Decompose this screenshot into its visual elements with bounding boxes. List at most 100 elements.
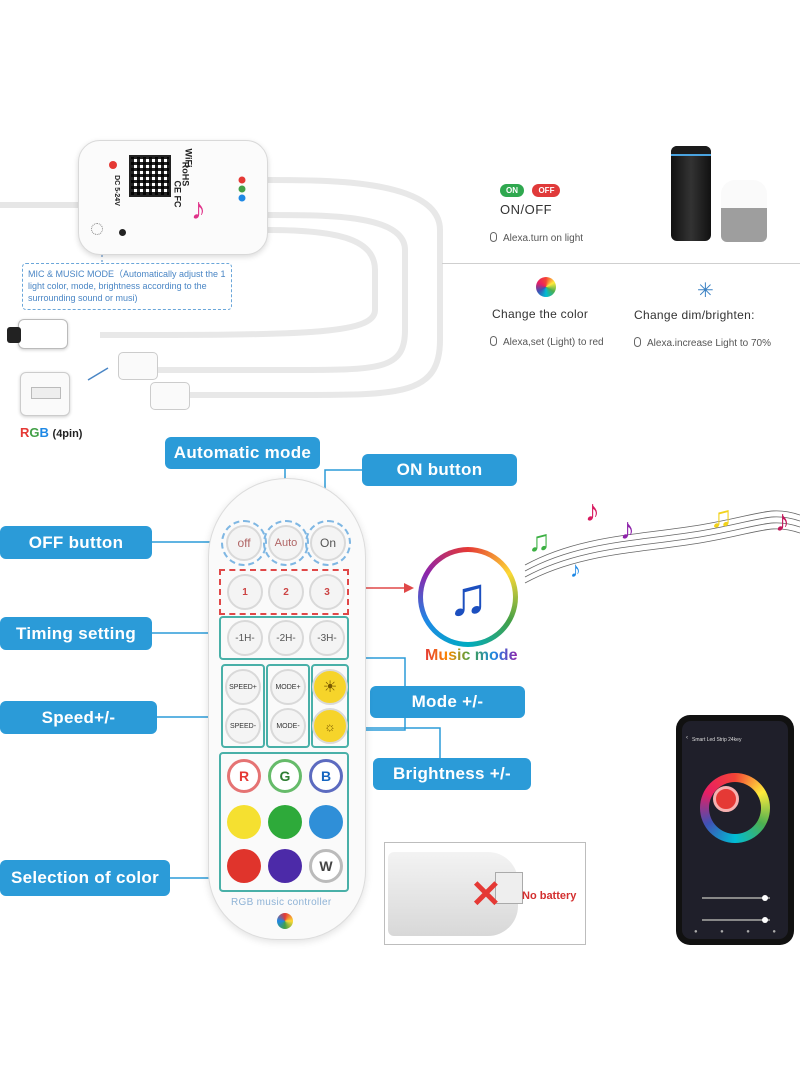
usb-plug-1 bbox=[118, 352, 158, 380]
on-button-label: ON button bbox=[362, 454, 517, 486]
mic-icon bbox=[490, 232, 497, 242]
timing-setting-label: Timing setting bbox=[0, 617, 152, 650]
phone-color-wheel[interactable] bbox=[700, 773, 770, 843]
music-mode-2-button[interactable]: 2 bbox=[268, 574, 304, 610]
auto-button[interactable]: Auto bbox=[263, 520, 309, 566]
music-mode-3-button[interactable]: 3 bbox=[309, 574, 345, 610]
floating-music-notes: ♫ ♪ ♪ ♪ ♫ ♪ bbox=[520, 495, 800, 605]
color-wheel-icon bbox=[536, 277, 556, 297]
slider-knob[interactable] bbox=[762, 895, 768, 901]
nav-icon[interactable]: ● bbox=[720, 929, 724, 935]
mode-group bbox=[266, 664, 310, 748]
music-1-label: 1 bbox=[242, 586, 248, 598]
speed-minus-button[interactable]: SPEED- bbox=[225, 708, 261, 744]
change-dim-hint: Alexa.increase Light to 70% bbox=[634, 337, 771, 349]
speed-plus-button[interactable]: SPEED+ bbox=[225, 669, 261, 705]
change-color-title: Change the color bbox=[492, 307, 589, 321]
toggle-group: ON OFF bbox=[500, 180, 564, 198]
color-red-button[interactable] bbox=[227, 849, 261, 883]
home-speaker bbox=[721, 180, 767, 242]
color-purple-button[interactable] bbox=[268, 849, 302, 883]
brightness-label: Brightness +/- bbox=[373, 758, 531, 790]
timer-group bbox=[219, 616, 349, 660]
smartphone: ‹ Smart Led Strip 24key ● ● ● ● bbox=[676, 715, 794, 945]
no-battery-label: No battery bbox=[522, 890, 577, 902]
music-note-icon: ♫ bbox=[423, 552, 513, 642]
change-color-hint-text: Alexa,set (Light) to red bbox=[503, 337, 604, 348]
music-note-icon: ♪ bbox=[191, 193, 206, 226]
timer-2h-button[interactable]: -2H- bbox=[268, 620, 304, 656]
remote-control: off Auto On 1 2 3 -1H- -2H- -3H- SPEED+ … bbox=[208, 478, 366, 940]
mic-music-mode-note: MIC & MUSIC MODE（Automatically adjust th… bbox=[22, 263, 232, 310]
sun-icon: ☀ bbox=[322, 679, 338, 696]
usb-plug-2 bbox=[150, 382, 190, 410]
green-note-icon: ♫ bbox=[528, 525, 551, 558]
dc-connector bbox=[7, 319, 68, 349]
rgb-dots bbox=[234, 176, 252, 204]
color-w-button[interactable]: W bbox=[309, 849, 343, 883]
brightness-sun-icon: ✳ bbox=[697, 280, 714, 302]
rgb-4pin-plug bbox=[20, 372, 70, 416]
mode-label: Mode +/- bbox=[370, 686, 525, 718]
brightness-minus-button[interactable]: ☼ bbox=[312, 708, 348, 744]
phone-nav-icons: ● ● ● ● bbox=[694, 929, 776, 935]
qr-code bbox=[129, 155, 171, 197]
battery-slot bbox=[495, 872, 523, 904]
mic-hole-icon bbox=[91, 223, 103, 235]
purple-note-icon: ♪ bbox=[620, 513, 635, 546]
red-note-icon: ♪ bbox=[585, 495, 600, 528]
brightness-group bbox=[311, 664, 349, 748]
brightness-slider[interactable] bbox=[702, 895, 770, 901]
sun-small-icon: ☼ bbox=[324, 718, 336, 734]
mic-icon bbox=[490, 336, 497, 346]
color-green-button[interactable] bbox=[268, 805, 302, 839]
mode-minus-button[interactable]: MODE- bbox=[270, 708, 306, 744]
color-g-button[interactable]: G bbox=[268, 759, 302, 793]
on-button[interactable]: On bbox=[305, 520, 351, 566]
mic-icon bbox=[634, 337, 641, 347]
onoff-hint-text: Alexa.turn on light bbox=[503, 233, 584, 244]
phone-screen: ‹ Smart Led Strip 24key ● ● ● ● bbox=[682, 721, 788, 939]
cable-lines bbox=[0, 0, 800, 440]
speed-slider[interactable] bbox=[702, 917, 770, 923]
onoff-hint: Alexa.turn on light bbox=[490, 232, 583, 244]
phone-app-title: Smart Led Strip 24key bbox=[692, 737, 742, 743]
rgb-pin-count: (4pin) bbox=[52, 428, 83, 440]
color-selection-group bbox=[219, 752, 349, 892]
back-icon: ‹ bbox=[686, 735, 688, 741]
speed-label: Speed+/- bbox=[0, 701, 157, 734]
nav-icon[interactable]: ● bbox=[694, 929, 698, 935]
color-blue-button[interactable] bbox=[309, 805, 343, 839]
nav-icon[interactable]: ● bbox=[772, 929, 776, 935]
timer-1h-button[interactable]: -1H- bbox=[227, 620, 263, 656]
nav-icon[interactable]: ● bbox=[746, 929, 750, 935]
rgb-r: R bbox=[20, 425, 30, 440]
slider-knob[interactable] bbox=[762, 917, 768, 923]
timer-3h-button[interactable]: -3H- bbox=[309, 620, 345, 656]
speed-group bbox=[221, 664, 265, 748]
change-color-hint: Alexa,set (Light) to red bbox=[490, 336, 604, 348]
change-dim-title: Change dim/brighten: bbox=[634, 308, 755, 322]
voltage-text: DC 5-24V bbox=[112, 175, 120, 206]
color-b-button[interactable]: B bbox=[309, 759, 343, 793]
music-mode-group bbox=[219, 569, 349, 615]
ce-fc-mark: CE FC bbox=[172, 180, 183, 208]
rgb-b: B bbox=[39, 425, 49, 440]
x-mark-icon: ✕ bbox=[470, 874, 502, 916]
off-button[interactable]: off bbox=[221, 520, 267, 566]
automatic-mode-label: Automatic mode bbox=[165, 437, 320, 469]
power-led-icon bbox=[109, 161, 117, 169]
toggle-off-badge: OFF bbox=[532, 184, 561, 197]
color-r-button[interactable]: R bbox=[227, 759, 261, 793]
selection-of-color-label: Selection of color bbox=[0, 860, 170, 896]
remote-footer: RGB music controller bbox=[231, 897, 332, 908]
off-button-label: OFF button bbox=[0, 526, 152, 559]
brightness-plus-button[interactable]: ☀ bbox=[312, 669, 348, 705]
music-mode-badge: ♫ bbox=[418, 547, 518, 647]
music-mode-1-button[interactable]: 1 bbox=[227, 574, 263, 610]
rgb-4pin-label: RGB (4pin) bbox=[20, 425, 82, 440]
mode-plus-button[interactable]: MODE+ bbox=[270, 669, 306, 705]
rgb-g: G bbox=[29, 425, 40, 440]
button-icon bbox=[119, 229, 126, 236]
color-yellow-button[interactable] bbox=[227, 805, 261, 839]
